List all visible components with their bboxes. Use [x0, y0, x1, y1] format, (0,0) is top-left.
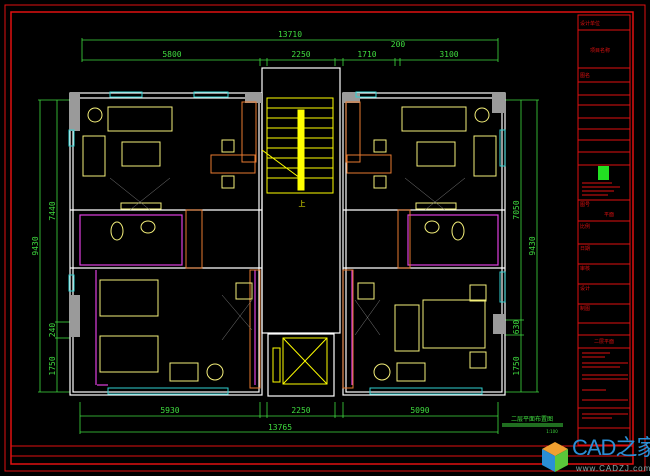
title-block-field: 制图: [580, 305, 590, 312]
dim-top-segment: 200: [391, 40, 406, 49]
dim-top-segment: 3100: [439, 50, 458, 59]
dim-left-overall: 9430: [31, 236, 40, 255]
dim-right-overall: 9430: [528, 236, 537, 255]
stamp-text-lines: [582, 182, 628, 419]
exterior-walls: [69, 67, 506, 397]
dimension-lines: [38, 38, 539, 434]
stair-up-label: 上: [299, 199, 306, 208]
dim-right-segment: 1750: [512, 356, 521, 375]
ceiling-light-guides: [109, 177, 466, 341]
title-block-field: 日期: [580, 246, 590, 252]
dim-top-segment: 1710: [357, 50, 376, 59]
furniture: [82, 106, 497, 382]
drawing-scale: 1:100: [546, 429, 558, 434]
dim-bottom-segment: 5930: [160, 406, 179, 415]
title-block: [577, 14, 631, 446]
drawing-title: 二层平面布置图: [511, 415, 553, 423]
title-block-drawing-name: 平面: [604, 212, 614, 218]
dim-bottom-segment: 2250: [291, 406, 310, 415]
windows: [68, 91, 506, 395]
cad-cube-logo-icon: [542, 442, 568, 472]
title-block-sheet-no: 二层平面: [594, 339, 614, 345]
staircase: [261, 97, 334, 194]
dim-right-segment: 630: [512, 320, 521, 335]
dim-right-segment: 7050: [512, 200, 521, 219]
drawing-frame: [4, 4, 646, 472]
columns: [70, 93, 505, 337]
title-block-field: 设计: [580, 285, 590, 292]
dim-top-segment: 2250: [291, 50, 310, 59]
approval-stamp: [598, 166, 609, 180]
dim-bottom-overall: 13765: [268, 423, 292, 432]
dim-top-segment: 5800: [162, 50, 181, 59]
title-block-field: 审核: [580, 265, 590, 272]
dim-left-segment: 240: [48, 323, 57, 338]
elevator: [272, 337, 328, 385]
dim-bottom-segment: 5090: [410, 406, 429, 415]
watermark-url: www.CADZJ.com: [576, 464, 650, 473]
dim-top-overall: 13710: [278, 30, 302, 39]
title-block-field: 比例: [580, 223, 590, 230]
bathroom-partitions: [79, 214, 499, 386]
doors-and-wardrobes: [185, 101, 411, 389]
title-block-project-name: 项目名称: [590, 47, 610, 54]
dim-left-segment: 1750: [48, 356, 57, 375]
dim-left-segment: 7440: [48, 201, 57, 220]
watermark-brand: CAD之家: [572, 435, 650, 460]
title-block-field: 图名: [580, 72, 590, 79]
title-block-field: 设计单位: [580, 20, 600, 27]
watermark: CAD之家 www.CADZJ.com: [540, 437, 650, 476]
drawing-title-underline: [502, 423, 563, 427]
title-block-field: 图号: [580, 202, 590, 208]
